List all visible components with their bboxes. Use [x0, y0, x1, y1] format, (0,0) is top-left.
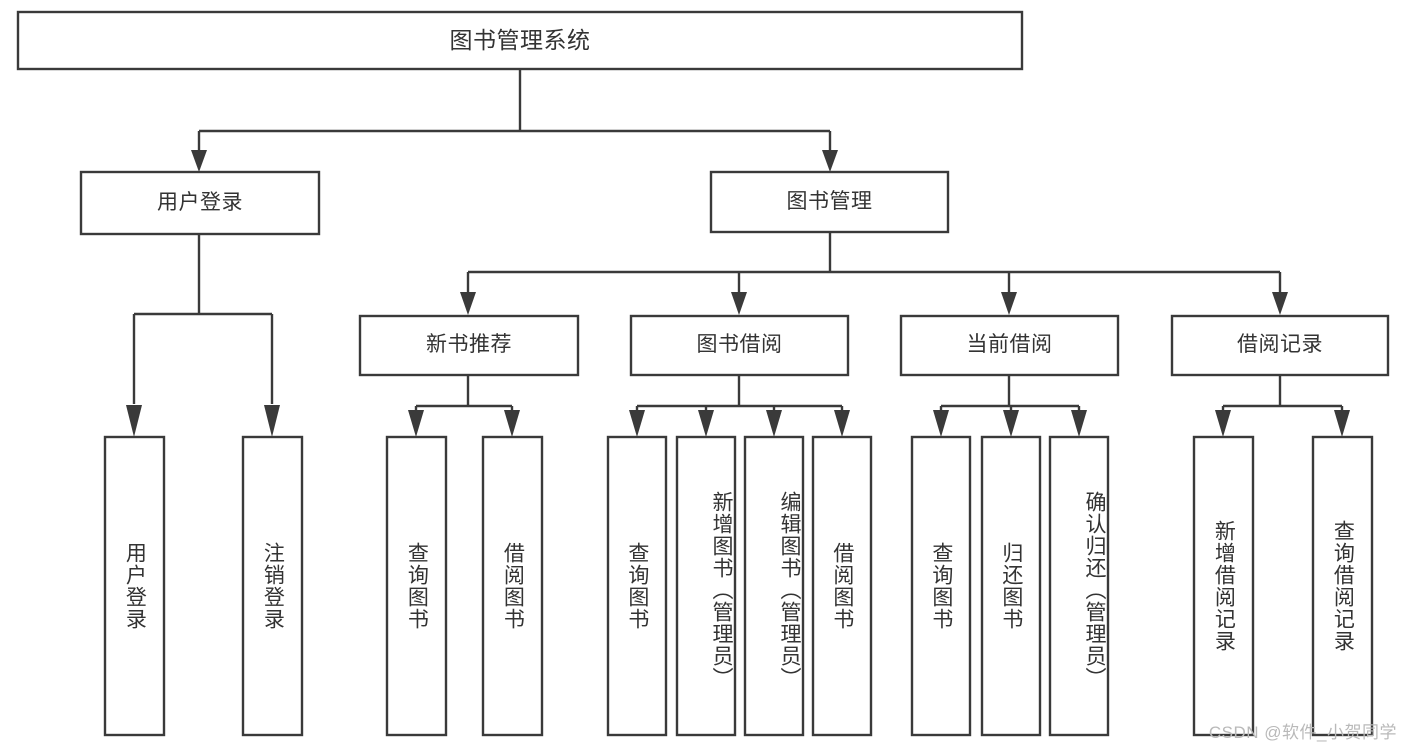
arrow-leaf-add-record: [1215, 410, 1231, 437]
node-box-leaf-query-book-3[interactable]: [910, 435, 972, 737]
node-box-leaf-return-book[interactable]: [980, 435, 1042, 737]
arrow-leaf-return-book: [1003, 410, 1019, 437]
node-box-leaf-add-book[interactable]: [675, 435, 737, 737]
node-box-current-borrow[interactable]: [899, 314, 1120, 377]
arrow-leaf-user-login: [126, 405, 142, 437]
arrow-leaf-logout: [264, 405, 280, 437]
node-box-user-login[interactable]: [79, 170, 321, 236]
arrow-leaf-query-book-3: [933, 410, 949, 437]
node-box-new-book-rec[interactable]: [358, 314, 580, 377]
node-box-leaf-edit-book[interactable]: [743, 435, 805, 737]
node-box-leaf-borrow-book-2[interactable]: [811, 435, 873, 737]
node-box-leaf-query-book-2[interactable]: [606, 435, 668, 737]
node-box-leaf-logout[interactable]: [241, 435, 304, 737]
node-box-book-borrow[interactable]: [629, 314, 850, 377]
arrow-leaf-confirm-return: [1071, 410, 1087, 437]
arrow-to-new-book-rec: [460, 292, 476, 315]
node-box-leaf-add-record[interactable]: [1192, 435, 1255, 737]
node-box-leaf-borrow-book-1[interactable]: [481, 435, 544, 737]
arrow-to-book-borrow: [731, 292, 747, 315]
arrow-leaf-query-record: [1334, 410, 1350, 437]
arrow-to-borrow-record: [1272, 292, 1288, 315]
node-box-leaf-user-login[interactable]: [103, 435, 166, 737]
node-box-borrow-record[interactable]: [1170, 314, 1390, 377]
arrow-leaf-edit-book: [766, 410, 782, 437]
arrow-leaf-borrow-book-1: [504, 410, 520, 437]
node-box-root[interactable]: [16, 10, 1024, 71]
arrow-to-current-borrow: [1001, 292, 1017, 315]
node-box-layer: [16, 10, 1390, 737]
node-box-book-manage[interactable]: [709, 170, 950, 234]
arrow-to-user-login: [191, 150, 207, 172]
node-box-leaf-query-record[interactable]: [1311, 435, 1374, 737]
arrow-leaf-borrow-book-2: [834, 410, 850, 437]
arrow-leaf-add-book: [698, 410, 714, 437]
node-box-leaf-confirm-return[interactable]: [1048, 435, 1110, 737]
arrow-leaf-query-book-2: [629, 410, 645, 437]
arrow-to-book-manage: [822, 150, 838, 172]
connector-layer: [126, 69, 1350, 437]
arrow-leaf-query-book-1: [408, 410, 424, 437]
node-box-leaf-query-book-1[interactable]: [385, 435, 448, 737]
